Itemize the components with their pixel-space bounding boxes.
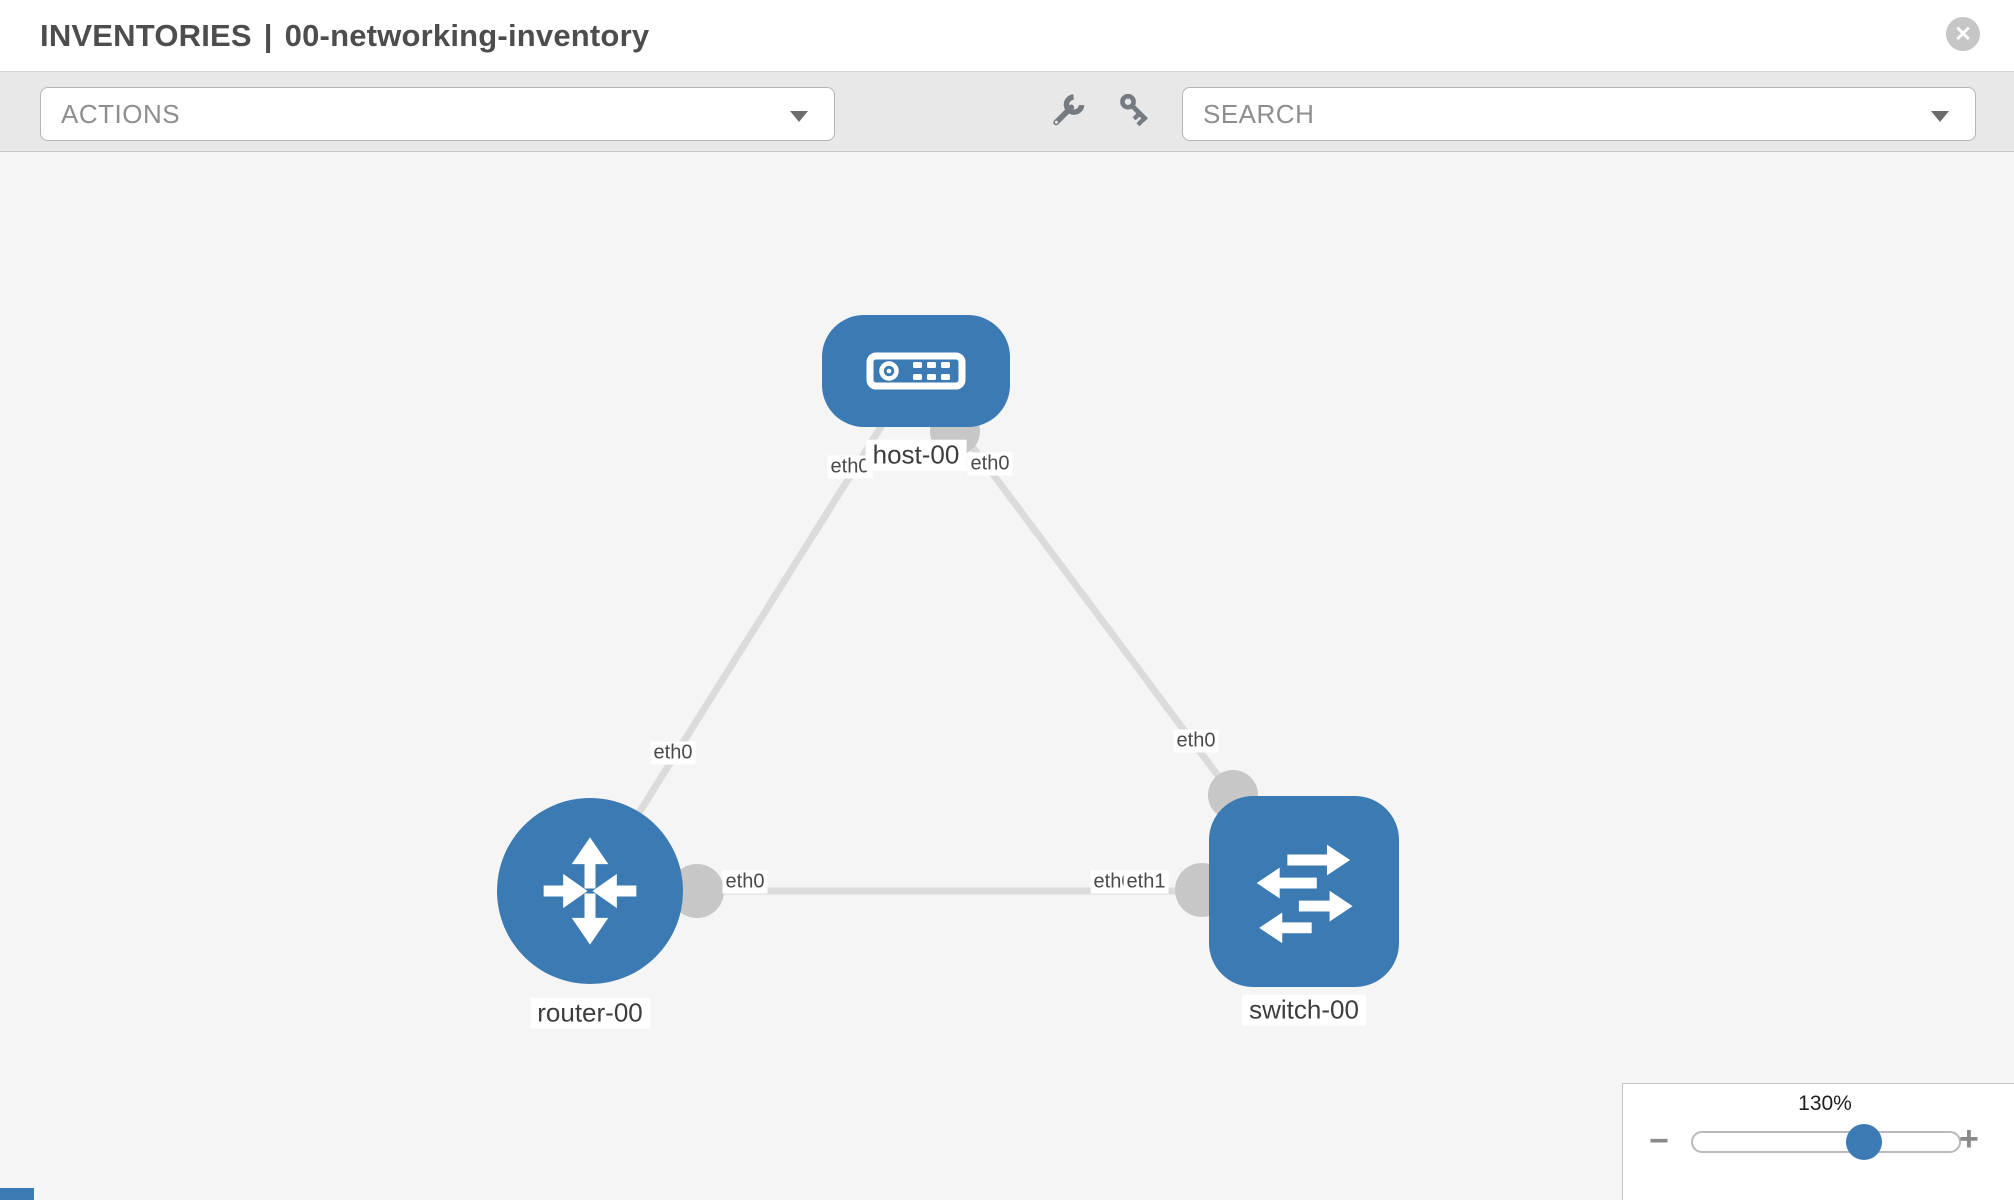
topology-canvas[interactable]: eth0 eth0 eth0 eth0 eth0 eth0 eth1 host-… — [0, 152, 2014, 1200]
node-switch-00[interactable] — [1209, 796, 1399, 987]
interface-label: eth0 — [650, 741, 696, 765]
node-label-host: host-00 — [865, 439, 967, 471]
zoom-out-button[interactable]: − — [1649, 1122, 1669, 1160]
actions-dropdown-label: ACTIONS — [61, 98, 181, 129]
node-label-router: router-00 — [530, 997, 650, 1029]
interface-label: eth0 — [827, 455, 873, 479]
header: INVENTORIES | 00-networking-inventory ✕ — [0, 0, 2014, 71]
links-layer — [587, 368, 1307, 918]
node-router-00[interactable] — [497, 798, 683, 984]
search-dropdown[interactable]: SEARCH — [1182, 87, 1976, 141]
interface-endpoint-router[interactable] — [670, 864, 724, 918]
zoom-slider-knob[interactable] — [1846, 1124, 1882, 1160]
page-title: INVENTORIES | 00-networking-inventory — [40, 0, 649, 71]
interface-label: eth0 — [967, 452, 1013, 476]
breadcrumb-separator: | — [263, 17, 273, 53]
zoom-in-button[interactable]: + — [1959, 1120, 1979, 1158]
switch-icon — [1256, 844, 1353, 943]
zoom-control-panel: 130% − + — [1622, 1083, 2014, 1200]
breadcrumb-section: INVENTORIES — [40, 17, 252, 53]
key-icon[interactable] — [1114, 94, 1152, 132]
zoom-slider-track[interactable] — [1691, 1131, 1961, 1153]
partial-panel-fragment — [0, 1188, 34, 1200]
interface-label: eth0 — [722, 870, 768, 894]
inventory-name: 00-networking-inventory — [284, 17, 650, 53]
node-host-00[interactable] — [822, 315, 1010, 427]
actions-dropdown[interactable]: ACTIONS — [40, 87, 835, 141]
search-placeholder: SEARCH — [1203, 98, 1315, 129]
chevron-down-icon — [1931, 111, 1949, 122]
close-button[interactable]: ✕ — [1946, 17, 1980, 51]
interface-label: eth1 — [1123, 870, 1169, 894]
node-label-switch: switch-00 — [1242, 994, 1366, 1026]
close-icon: ✕ — [1954, 22, 1972, 46]
zoom-level: 130% — [1798, 1092, 1852, 1115]
toolbar: ACTIONS SEARCH — [0, 71, 2014, 152]
wrench-icon[interactable] — [1048, 94, 1086, 132]
interface-label: eth0 — [1173, 729, 1219, 753]
host-icon — [866, 352, 966, 390]
router-icon — [543, 837, 637, 945]
chevron-down-icon — [790, 111, 808, 122]
